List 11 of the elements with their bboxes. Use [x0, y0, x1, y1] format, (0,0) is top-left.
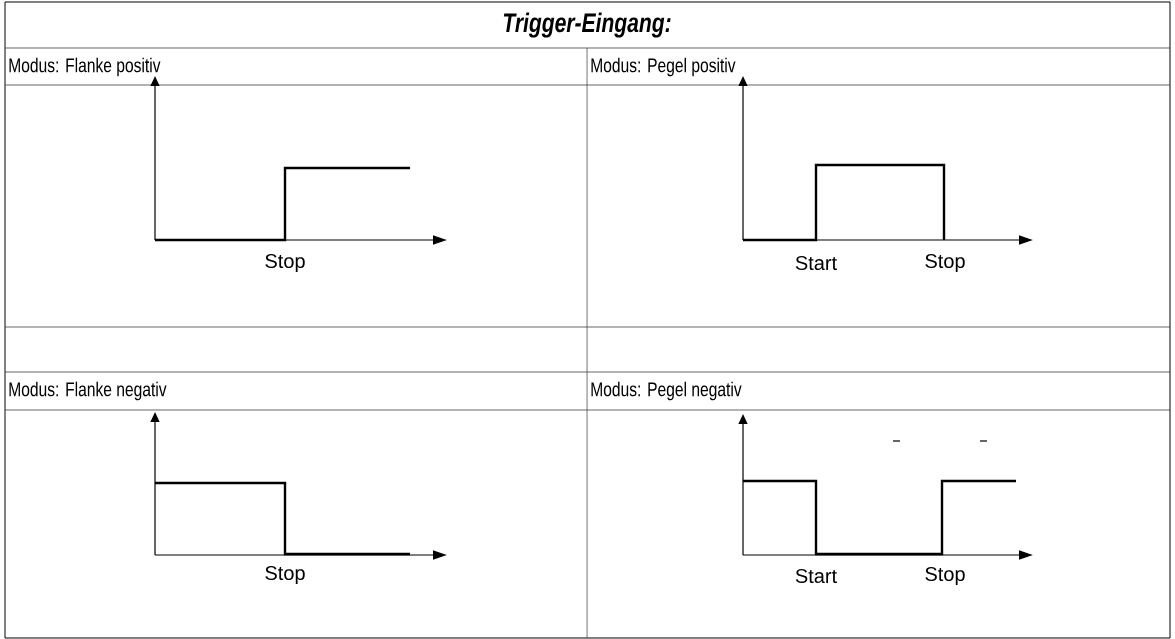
- mode-heading: Modus: Flanke positiv: [9, 57, 161, 77]
- axis-label: Stop: [925, 253, 965, 273]
- mode-heading: Modus: Pegel positiv: [591, 57, 736, 77]
- axis-label: Stop: [265, 565, 305, 585]
- table-title: Trigger-Eingang:: [503, 12, 671, 38]
- mode-heading: Modus: Pegel negativ: [591, 381, 742, 401]
- axis-label: Stop: [265, 253, 305, 273]
- axis-label: Start: [795, 568, 837, 584]
- axis-label: Stop: [925, 566, 965, 586]
- axis-label: Start: [795, 255, 837, 271]
- mode-heading: Modus: Flanke negativ: [9, 381, 167, 401]
